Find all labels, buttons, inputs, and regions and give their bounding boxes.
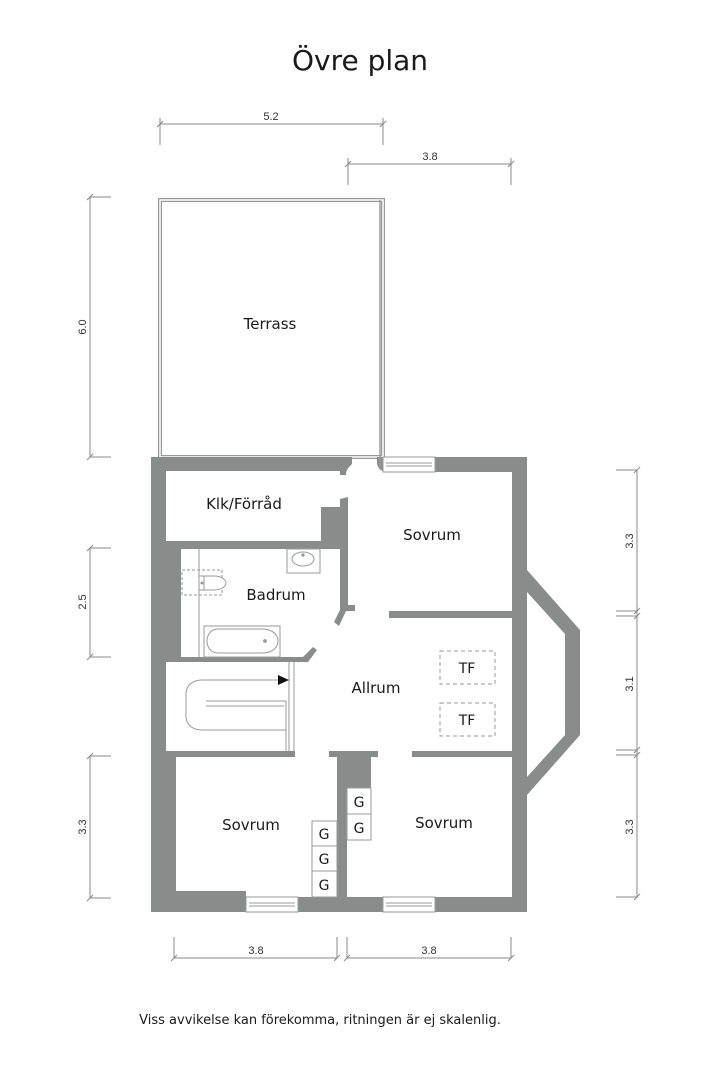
dim-top-width: 5.2: [263, 111, 278, 123]
dim-terrass-height: 6.0: [77, 319, 89, 334]
tf-label-1: TF: [458, 661, 476, 677]
wardrobe-label-left-1: G: [319, 827, 330, 843]
dim-sovrum-right-height: 3.3: [624, 533, 636, 548]
windows: [245, 456, 436, 913]
room-label-sovrum-ne: Sovrum: [403, 526, 461, 544]
wardrobe-label-right-1: G: [354, 795, 365, 811]
dim-sovrum-bottom-right-height: 3.3: [624, 819, 636, 834]
wardrobe-label-left-2: G: [319, 852, 330, 868]
dimension-lines: [86, 118, 641, 962]
tf-label-2: TF: [458, 713, 476, 729]
dim-allrum-height: 3.1: [624, 676, 636, 691]
wardrobe-label-right-2: G: [354, 821, 365, 837]
page-title: Övre plan: [291, 44, 429, 77]
dim-bottom-right-width: 3.8: [421, 945, 436, 957]
room-label-terrass: Terrass: [243, 315, 297, 333]
staircase: [185, 662, 295, 751]
dim-sovrum-left-height: 3.3: [77, 819, 89, 834]
tf-boxes: [439, 650, 496, 737]
room-label-sovrum-se: Sovrum: [415, 814, 473, 832]
stair-arrow-icon: [278, 675, 289, 685]
room-label-sovrum-sw: Sovrum: [222, 816, 280, 834]
dim-top-right-width: 3.8: [422, 151, 437, 163]
bathroom-fixtures: [181, 548, 321, 658]
room-label-allrum: Allrum: [352, 679, 401, 697]
room-label-badrum: Badrum: [246, 586, 305, 604]
wardrobe-label-left-3: G: [319, 878, 330, 894]
toilet-icon: [202, 575, 227, 591]
dim-badrum-height: 2.5: [77, 594, 89, 609]
disclaimer-note: Viss avvikelse kan förekomma, ritningen …: [139, 1013, 501, 1028]
wardrobes: [311, 787, 372, 898]
dim-bottom-left-width: 3.8: [248, 945, 263, 957]
walls: [151, 457, 580, 912]
room-label-klk-forrad: Klk/Förråd: [206, 495, 282, 513]
